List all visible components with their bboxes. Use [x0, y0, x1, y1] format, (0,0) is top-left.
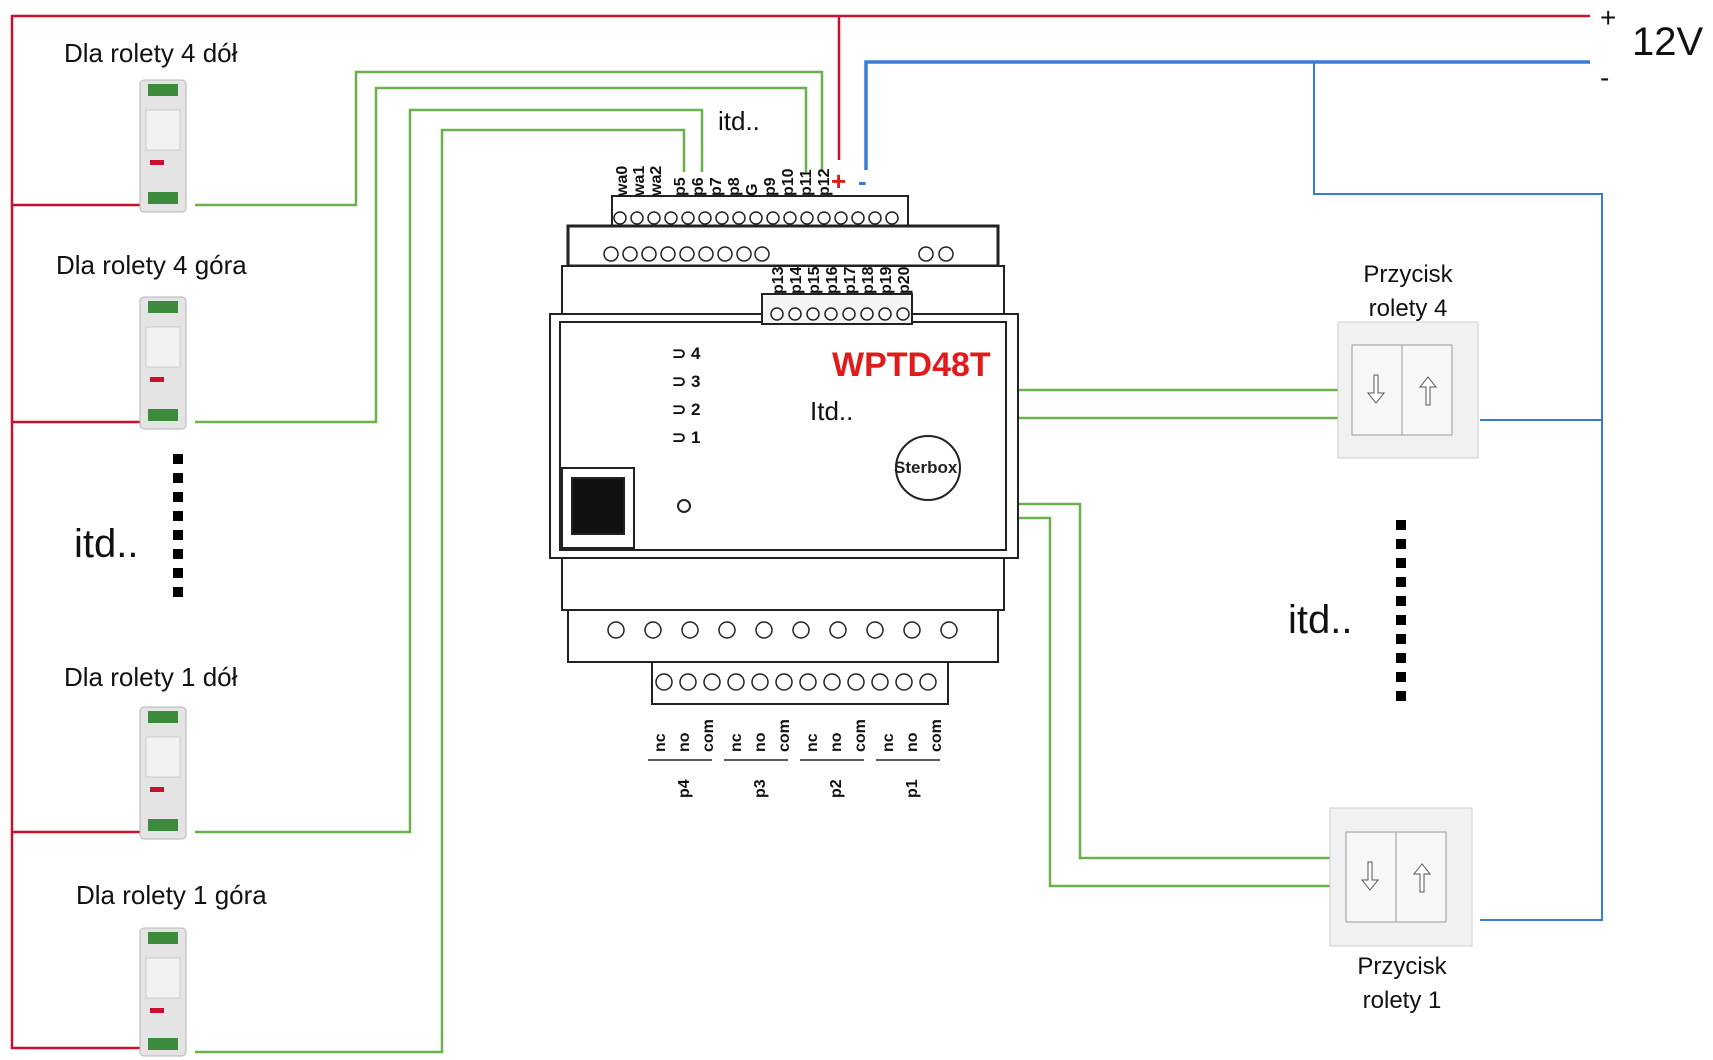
controller-device: [549, 195, 1019, 705]
terminal-screws: [603, 211, 958, 691]
pin-p13: p13: [770, 266, 787, 294]
relay-group-p4: p4: [676, 779, 693, 798]
pin-wa1: wa1: [631, 165, 648, 196]
device-plus-terminal: +: [831, 166, 847, 196]
etc-label-device: Itd..: [810, 396, 854, 426]
relay-pin-label: nc: [652, 733, 669, 752]
relay-pin-label: nc: [880, 733, 897, 752]
wall-switches: [1329, 321, 1479, 947]
relay-pin-label: no: [904, 732, 921, 752]
pin-p6: p6: [690, 177, 707, 196]
led-3: ⊃ 3: [672, 372, 701, 391]
positive-wires: [10, 14, 1590, 1050]
pin-p14: p14: [788, 266, 805, 294]
pin-p15: p15: [806, 266, 823, 294]
minus-label: -: [1600, 62, 1610, 93]
relay-pin-label: com: [700, 719, 717, 752]
pin-p5: p5: [672, 177, 689, 196]
negative-wires: [864, 60, 1603, 921]
pin-p16: p16: [824, 266, 841, 294]
etc-label-top: itd..: [718, 106, 760, 136]
relay-group-p3: p3: [752, 779, 769, 798]
pin-wa2: wa2: [648, 165, 665, 196]
etc-label-left: itd..: [74, 522, 139, 566]
relay-pin-label: com: [928, 719, 945, 752]
relay-pin-label: nc: [804, 733, 821, 752]
device-model: WPTD48T: [832, 346, 991, 384]
relay-group-p1: p1: [904, 779, 921, 798]
pin-p8: p8: [726, 177, 743, 196]
pin-wa0: wa0: [614, 165, 631, 196]
device-brand: Sterbox: [894, 458, 958, 477]
device-minus-terminal: -: [858, 166, 867, 196]
led-1: ⊃ 1: [672, 428, 701, 447]
relay-pin-label: no: [828, 732, 845, 752]
relay-pin-label: no: [676, 732, 693, 752]
plus-label: +: [1600, 2, 1617, 33]
relay-modules: [139, 79, 187, 1057]
relay-pin-label: no: [752, 732, 769, 752]
led-4: ⊃ 4: [672, 344, 701, 363]
pin-p10: p10: [780, 168, 797, 196]
relay-label-4-down: Dla rolety 4 dół: [64, 38, 238, 68]
relay-label-4-up: Dla rolety 4 góra: [56, 250, 247, 280]
relay-pin-label: com: [776, 719, 793, 752]
pin-p7: p7: [708, 177, 725, 196]
etc-label-right: itd..: [1288, 598, 1353, 642]
led-2: ⊃ 2: [672, 400, 701, 419]
relay-pin-label: com: [852, 719, 869, 752]
relay-group-p2: p2: [828, 779, 845, 798]
relay-pin-label: nc: [728, 733, 745, 752]
voltage-label: 12V: [1632, 20, 1704, 64]
relay-label-1-down: Dla rolety 1 dół: [64, 662, 238, 692]
pin-p17: p17: [842, 266, 859, 294]
pin-p20: p20: [896, 266, 913, 294]
pin-p11: p11: [798, 169, 815, 196]
relay-label-1-up: Dla rolety 1 góra: [76, 880, 267, 910]
etc-dots-left: [173, 454, 183, 606]
etc-dots-right: [1396, 520, 1406, 710]
pin-p19: p19: [878, 266, 895, 294]
pin-p9: p9: [762, 177, 779, 196]
pin-g: G: [744, 183, 761, 196]
pin-p18: p18: [860, 266, 877, 294]
